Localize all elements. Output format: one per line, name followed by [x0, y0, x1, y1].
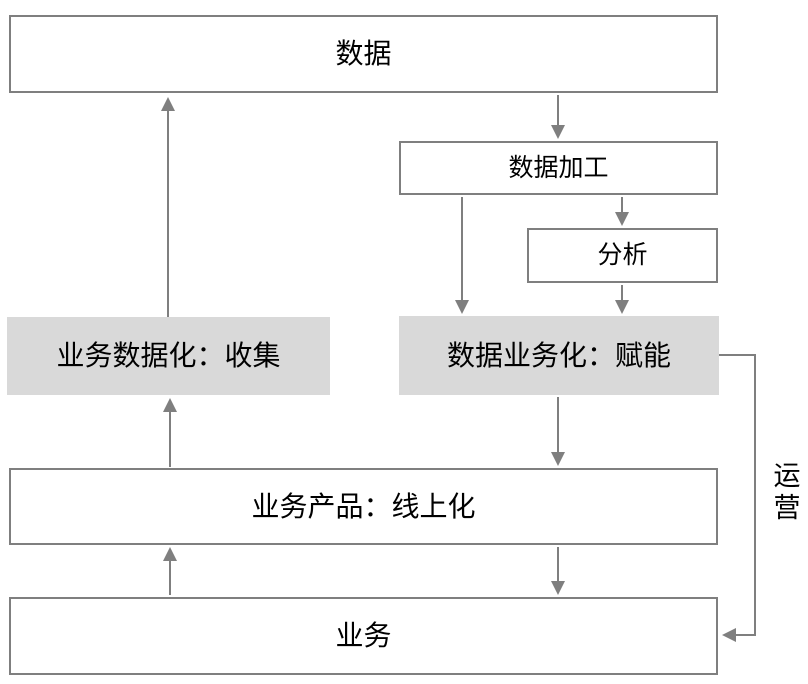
arrow-empower-to-business-elbow [719, 354, 756, 642]
node-business-product-online: 业务产品：线上化 [9, 468, 718, 545]
node-business-product-online-label: 业务产品：线上化 [251, 490, 476, 522]
node-data-label: 数据 [335, 38, 392, 69]
node-business: 业务 [9, 597, 718, 675]
node-analysis: 分析 [527, 228, 718, 283]
node-data: 数据 [9, 15, 718, 93]
node-data-businessification-empower-label: 数据业务化：赋能 [446, 339, 671, 371]
node-analysis-label: 分析 [597, 241, 648, 269]
node-data-businessification-empower: 数据业务化：赋能 [399, 316, 719, 395]
node-data-processing-label: 数据加工 [508, 153, 609, 182]
node-business-datafication-collect-label: 业务数据化：收集 [56, 340, 281, 371]
operation-edge-label: 运营 [773, 461, 801, 523]
node-data-processing: 数据加工 [399, 141, 718, 195]
node-business-label: 业务 [335, 620, 392, 651]
node-business-datafication-collect: 业务数据化：收集 [7, 317, 330, 395]
